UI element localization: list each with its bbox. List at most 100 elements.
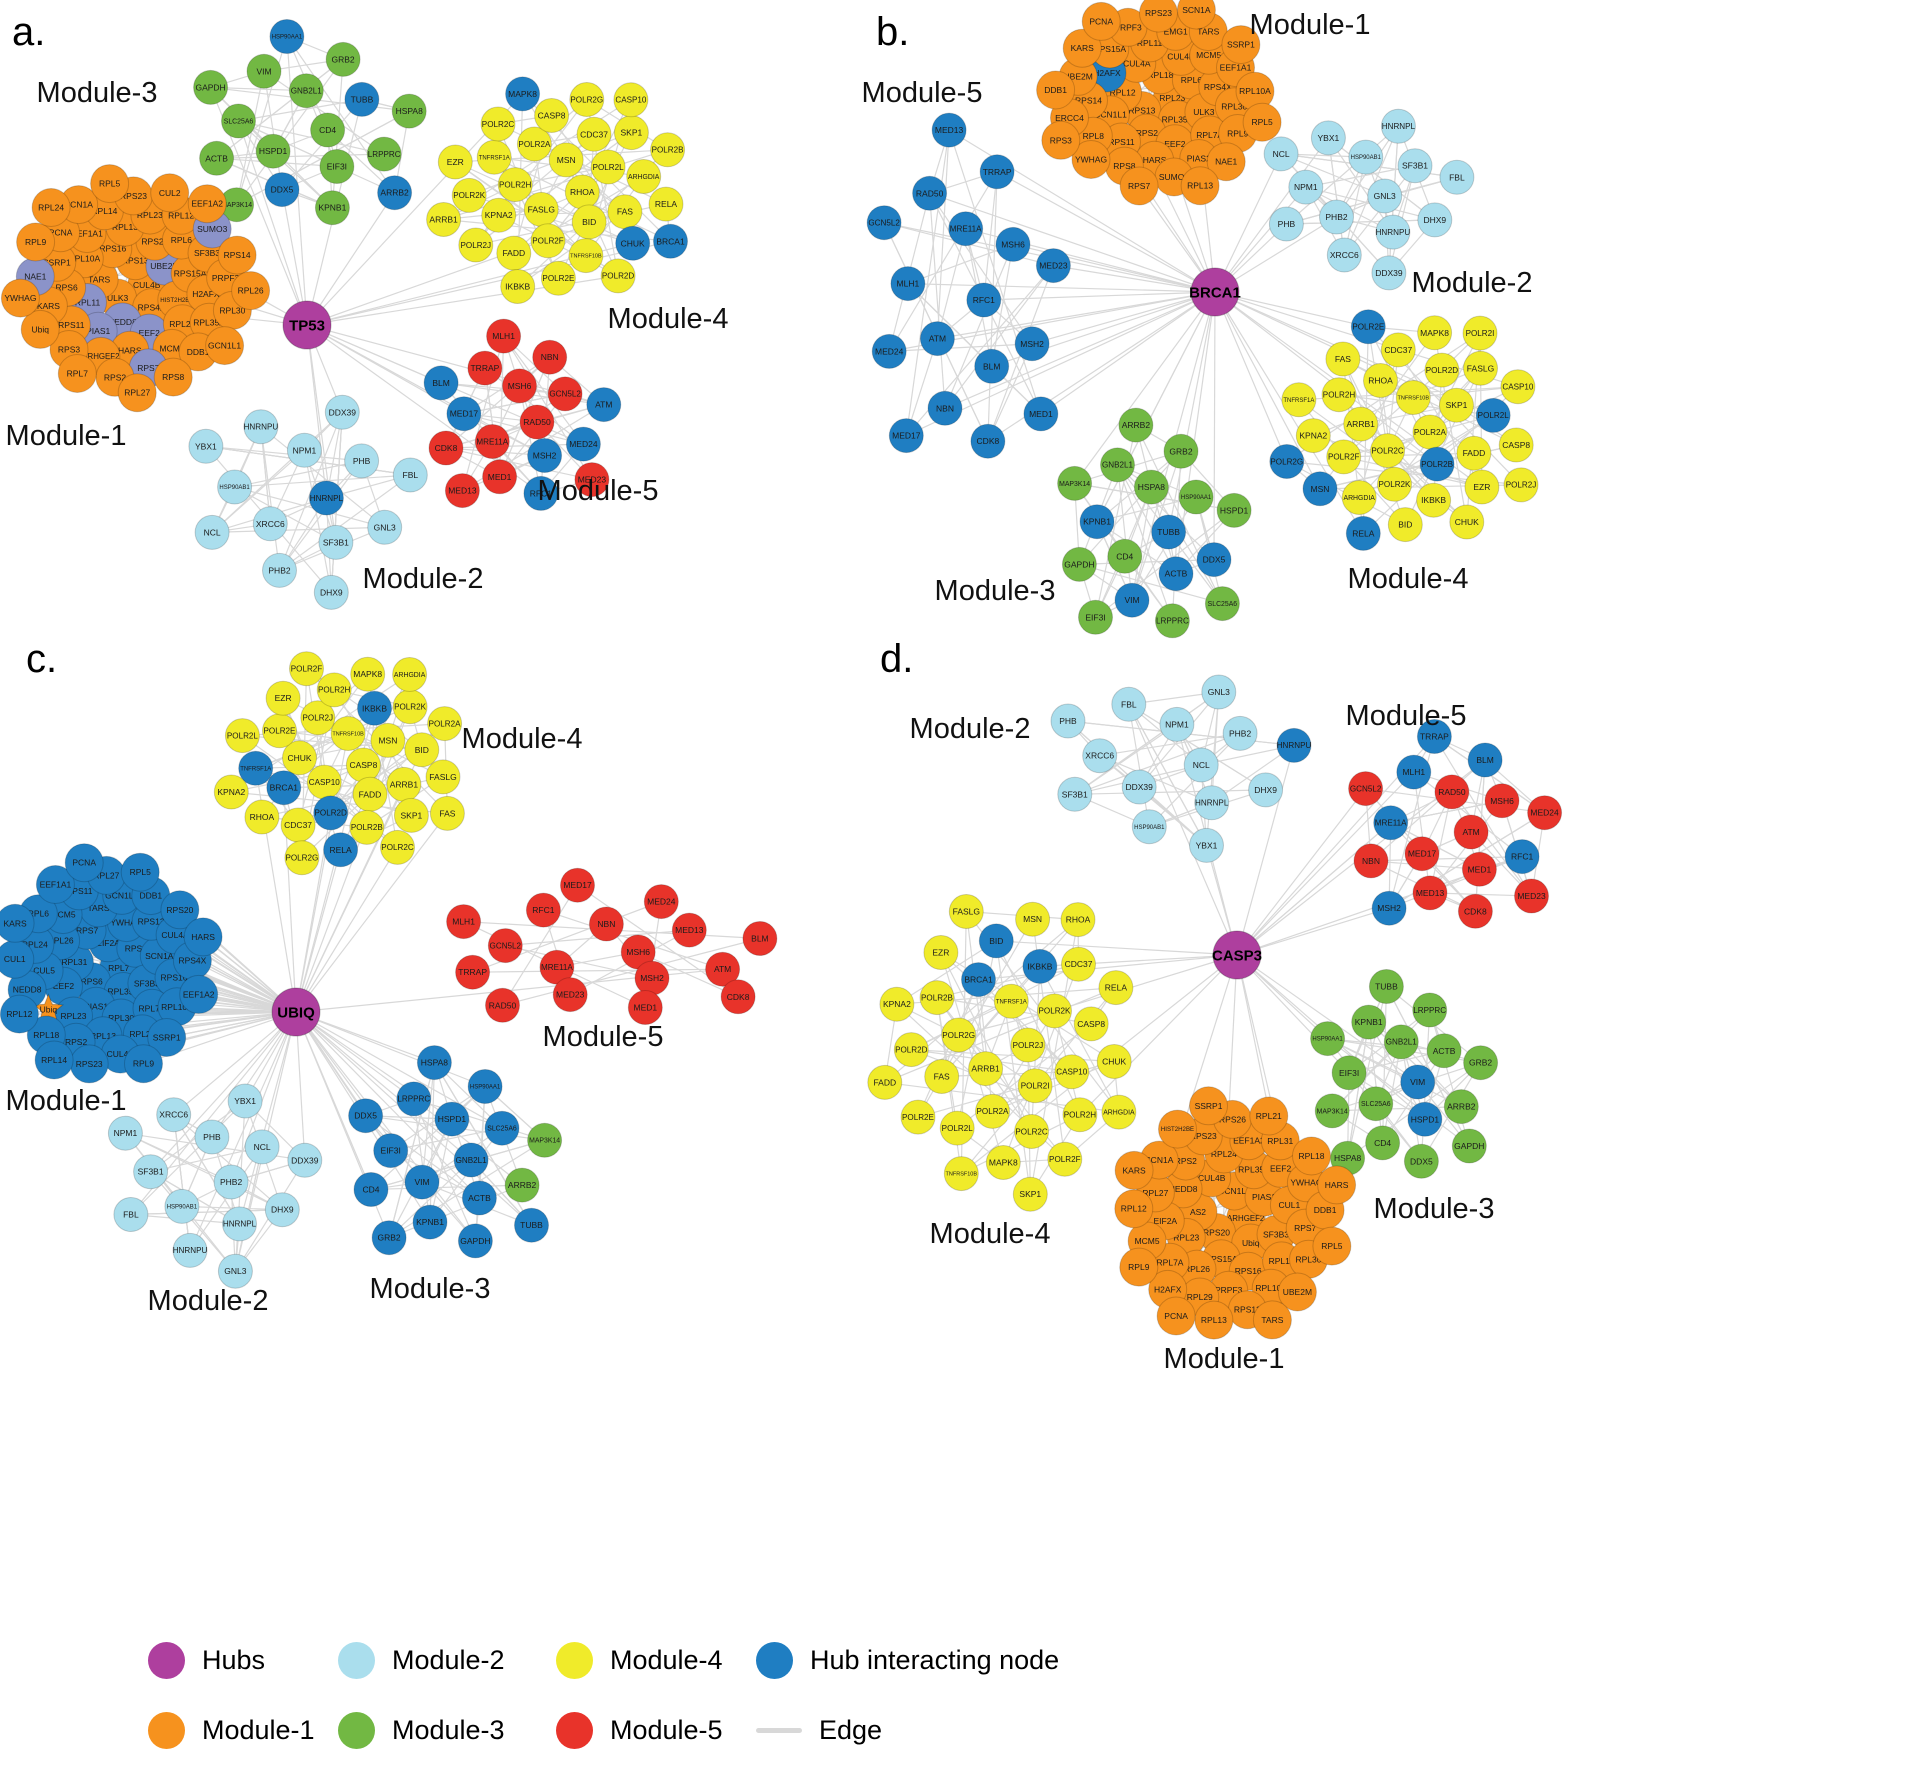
node-MED23[interactable] (1514, 878, 1549, 914)
node-KARS[interactable] (0, 903, 35, 943)
node-NAE1[interactable] (1206, 142, 1246, 182)
node-POLR2C[interactable] (1014, 1114, 1050, 1149)
node-MED24[interactable] (1527, 795, 1563, 831)
node-MSN[interactable] (548, 142, 584, 178)
node-BLM[interactable] (742, 921, 778, 956)
hub-CASP3[interactable] (1212, 930, 1262, 980)
node-POLR2K[interactable] (451, 177, 487, 213)
node-RPS7[interactable] (1119, 166, 1159, 206)
node-EIF3I[interactable] (373, 1133, 409, 1169)
node-HSP90AA1[interactable] (1178, 479, 1214, 515)
node-NCL[interactable] (1263, 136, 1299, 172)
node-DDX39[interactable] (287, 1142, 323, 1178)
node-EEF1A1[interactable] (35, 865, 75, 904)
node-RPL5[interactable] (1242, 102, 1282, 142)
node-GCN5L2[interactable] (1348, 771, 1384, 807)
node-FBL[interactable] (1439, 159, 1475, 195)
node-Ubiq[interactable] (20, 309, 60, 349)
node-RELA[interactable] (1345, 515, 1381, 551)
node-VIM[interactable] (246, 53, 282, 89)
node-TRRAP[interactable] (467, 350, 503, 386)
node-ARRB2[interactable] (504, 1167, 540, 1203)
node-MED1[interactable] (627, 990, 663, 1025)
node-CDC37[interactable] (1061, 946, 1096, 982)
node-DHX9[interactable] (313, 574, 349, 610)
node-TNFRSF10B[interactable] (943, 1156, 979, 1192)
node-PHB2[interactable] (1319, 199, 1354, 235)
node-HSP90AB1[interactable] (1131, 809, 1167, 845)
node-CHUK[interactable] (282, 740, 317, 776)
node-HNRNPU[interactable] (1375, 214, 1411, 250)
node-NPM1[interactable] (107, 1115, 143, 1151)
node-PHB2[interactable] (262, 552, 297, 588)
node-POLR2G[interactable] (1269, 444, 1305, 479)
node-BLM[interactable] (974, 348, 1010, 384)
node-POLR2C[interactable] (480, 106, 516, 142)
node-RAD50[interactable] (485, 987, 520, 1023)
node-CHUK[interactable] (615, 225, 651, 261)
node-SF3B1[interactable] (1397, 148, 1433, 184)
node-SF3B1[interactable] (1057, 776, 1093, 812)
node-SSRP1[interactable] (1189, 1086, 1228, 1126)
node-ARHGDIA[interactable] (392, 657, 428, 692)
node-POLR2H[interactable] (316, 672, 352, 708)
node-MSN[interactable] (370, 722, 406, 758)
node-ARHGDIA[interactable] (1341, 480, 1377, 515)
node-BID[interactable] (1387, 507, 1423, 543)
node-HNRNPU[interactable] (172, 1232, 208, 1268)
node-KPNA2[interactable] (1295, 418, 1331, 454)
node-RPS23[interactable] (1139, 0, 1178, 33)
node-XRCC6[interactable] (1082, 738, 1118, 774)
node-EZR[interactable] (437, 144, 473, 180)
node-PCNA[interactable] (64, 843, 104, 883)
node-MSN[interactable] (1302, 471, 1338, 507)
node-POLR2I[interactable] (1462, 315, 1498, 351)
node-MAPK8[interactable] (350, 656, 386, 692)
node-SLC25A6[interactable] (1204, 586, 1240, 622)
node-RAD50[interactable] (1434, 774, 1470, 810)
node-HSPA8[interactable] (1133, 469, 1169, 505)
node-PHB[interactable] (1050, 703, 1086, 739)
node-DDX39[interactable] (324, 394, 360, 430)
node-HSP90AA1[interactable] (467, 1069, 503, 1104)
hub-BRCA1[interactable] (1190, 267, 1240, 317)
node-HNRNPU[interactable] (243, 409, 279, 445)
node-TNFRSF1A[interactable] (238, 750, 274, 786)
node-RPL12[interactable] (1114, 1189, 1154, 1229)
node-GCN5L2[interactable] (547, 376, 583, 412)
node-KPNA2[interactable] (213, 774, 249, 810)
node-DDX5[interactable] (1403, 1143, 1439, 1179)
node-GNB2L1[interactable] (1383, 1024, 1419, 1060)
node-MAP3K14[interactable] (1057, 465, 1093, 501)
node-NPM1[interactable] (286, 432, 322, 468)
node-POLR2J[interactable] (300, 700, 336, 736)
node-TNFRSF10B[interactable] (1395, 380, 1431, 415)
node-MED1[interactable] (482, 459, 518, 495)
node-POLR2E[interactable] (540, 260, 576, 296)
node-HSPA8[interactable] (416, 1045, 452, 1081)
node-UBE2M[interactable] (1277, 1272, 1317, 1312)
node-GCN5L2[interactable] (487, 928, 523, 964)
node-MLH1[interactable] (446, 904, 482, 940)
node-RFC1[interactable] (966, 282, 1002, 318)
node-YBX1[interactable] (188, 428, 224, 464)
node-LRPPRC[interactable] (1154, 603, 1190, 639)
node-MAPK8[interactable] (505, 76, 541, 112)
node-FAS[interactable] (924, 1059, 960, 1094)
hub-TP53[interactable] (282, 300, 332, 350)
node-POLR2G[interactable] (569, 82, 605, 117)
node-RPL24[interactable] (31, 188, 71, 227)
node-DHX9[interactable] (1417, 202, 1453, 238)
node-LRPPRC[interactable] (366, 136, 402, 172)
node-MED1[interactable] (1461, 851, 1497, 887)
node-TRRAP[interactable] (979, 154, 1015, 190)
node-RHOA[interactable] (1060, 902, 1096, 938)
node-ARRB2[interactable] (1118, 407, 1154, 443)
node-DDX5[interactable] (264, 172, 300, 208)
node-PHB[interactable] (344, 443, 380, 479)
node-HSP90AB1[interactable] (164, 1188, 200, 1224)
node-HNRNPL[interactable] (222, 1206, 257, 1242)
node-RHOA[interactable] (1363, 363, 1398, 398)
node-SKP1[interactable] (1012, 1176, 1048, 1212)
node-HSPD1[interactable] (1216, 492, 1252, 528)
